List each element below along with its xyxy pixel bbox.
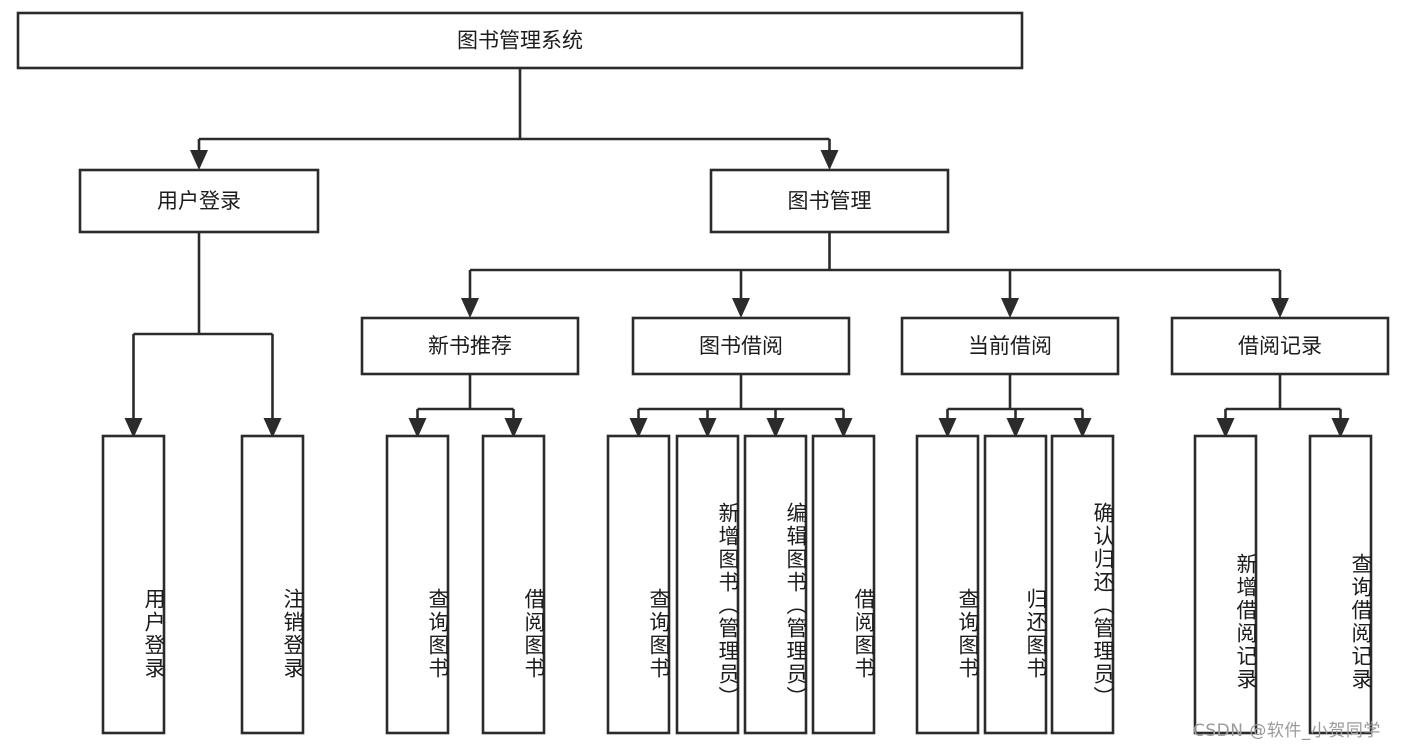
node-box-leaf-logout[interactable] xyxy=(240,434,305,735)
arrow-head-icon-leaf-confirm-return xyxy=(1073,418,1092,438)
node-box-leaf-add-record[interactable] xyxy=(1193,434,1258,735)
node-box-leaf-user-login[interactable] xyxy=(101,434,166,735)
arrow-head-icon-book-borrow xyxy=(732,298,750,318)
node-box-leaf-edit-book[interactable] xyxy=(743,434,808,735)
node-box-leaf-borrow-book-2[interactable] xyxy=(811,434,876,735)
arrow-head-icon-borrow-record xyxy=(1271,298,1289,318)
node-label-book-borrow: 图书借阅 xyxy=(699,334,783,358)
node-label-root: 图书管理系统 xyxy=(457,29,583,53)
arrow-head-icon-book-management xyxy=(820,150,839,170)
node-box-root[interactable] xyxy=(16,11,1024,70)
arrow-head-icon-new-book-recommend xyxy=(461,298,479,318)
arrow-head-icon-leaf-query-record xyxy=(1331,418,1350,438)
arrow-head-icon-leaf-add-record xyxy=(1216,418,1235,438)
arrow-head-icon-leaf-query-book-1 xyxy=(408,418,427,438)
node-label-borrow-record: 借阅记录 xyxy=(1238,334,1322,358)
node-box-new-book-recommend[interactable] xyxy=(360,316,580,376)
node-box-borrow-record[interactable] xyxy=(1170,316,1390,376)
arrow-head-icon-current-borrow xyxy=(1001,298,1019,318)
arrow-head-icon-leaf-logout xyxy=(263,418,282,438)
node-label-current-borrow: 当前借阅 xyxy=(968,334,1052,358)
node-box-leaf-confirm-return[interactable] xyxy=(1050,434,1115,735)
arrow-head-icon-leaf-borrow-book-2 xyxy=(834,418,853,438)
arrow-head-icon-user-login xyxy=(190,150,208,170)
node-box-leaf-query-book-2[interactable] xyxy=(606,434,671,735)
arrow-head-icon-leaf-borrow-book-1 xyxy=(504,418,523,438)
arrow-head-icon-leaf-return-book xyxy=(1006,418,1025,438)
node-box-leaf-borrow-book-1[interactable] xyxy=(481,434,546,735)
arrow-head-icon-leaf-add-book xyxy=(698,418,717,438)
node-box-leaf-query-book-3[interactable] xyxy=(915,434,980,735)
node-label-user-login: 用户登录 xyxy=(157,189,241,213)
edges-layer xyxy=(124,68,1350,438)
arrow-head-icon-leaf-user-login xyxy=(124,418,143,438)
node-box-current-borrow[interactable] xyxy=(900,316,1120,376)
node-box-leaf-return-book[interactable] xyxy=(983,434,1048,735)
node-box-book-borrow[interactable] xyxy=(631,316,851,376)
node-label-book-management: 图书管理 xyxy=(788,189,872,213)
node-box-leaf-add-book[interactable] xyxy=(675,434,740,735)
arrow-head-icon-leaf-query-book-2 xyxy=(629,418,648,438)
arrow-head-icon-leaf-edit-book xyxy=(766,418,785,438)
csdn-watermark: CSDN @软件_小贺同学 xyxy=(1193,721,1381,741)
node-box-book-management[interactable] xyxy=(709,168,950,234)
node-box-leaf-query-book-1[interactable] xyxy=(385,434,450,735)
node-label-new-book-recommend: 新书推荐 xyxy=(428,334,512,358)
arrow-head-icon-leaf-query-book-3 xyxy=(938,418,957,438)
node-box-user-login[interactable] xyxy=(78,168,320,234)
node-box-leaf-query-record[interactable] xyxy=(1308,434,1373,735)
